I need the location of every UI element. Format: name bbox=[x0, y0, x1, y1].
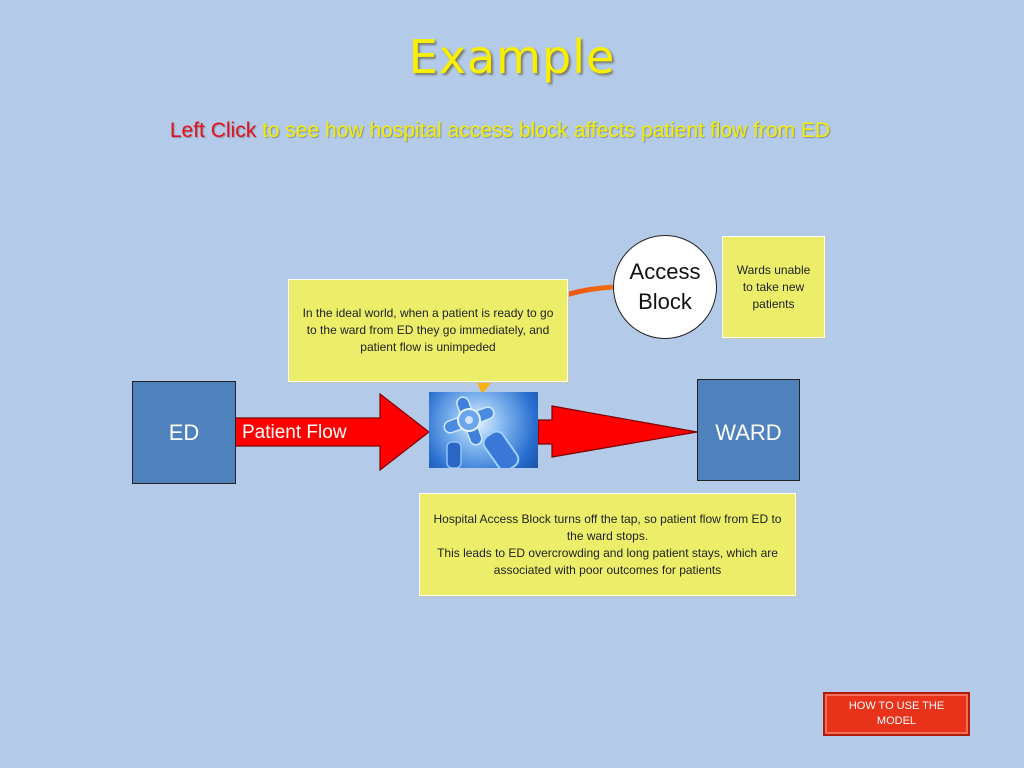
access-block-node: Access Block bbox=[613, 235, 717, 339]
note-ideal-world: In the ideal world, when a patient is re… bbox=[288, 279, 568, 382]
note-access-block-effect-line1: Hospital Access Block turns off the tap,… bbox=[432, 511, 783, 545]
patient-flow-label: Patient Flow bbox=[233, 418, 370, 447]
note-wards-unable: Wards unable to take new patients bbox=[722, 236, 825, 338]
how-to-button-label-line2: MODEL bbox=[849, 714, 944, 729]
patient-flow-arrow-right bbox=[538, 406, 697, 457]
note-access-block-effect-line2: This leads to ED overcrowding and long p… bbox=[432, 545, 783, 579]
ward-node: WARD bbox=[697, 379, 800, 481]
access-block-label-line1: Access bbox=[630, 257, 701, 287]
note-access-block-effect: Hospital Access Block turns off the tap,… bbox=[419, 493, 796, 596]
ed-node: ED bbox=[132, 381, 236, 484]
water-tap-icon bbox=[429, 392, 538, 468]
access-block-label-line2: Block bbox=[630, 287, 701, 317]
how-to-button-label-line1: HOW TO USE THE bbox=[849, 699, 944, 714]
how-to-use-model-button[interactable]: HOW TO USE THE MODEL bbox=[823, 692, 970, 736]
